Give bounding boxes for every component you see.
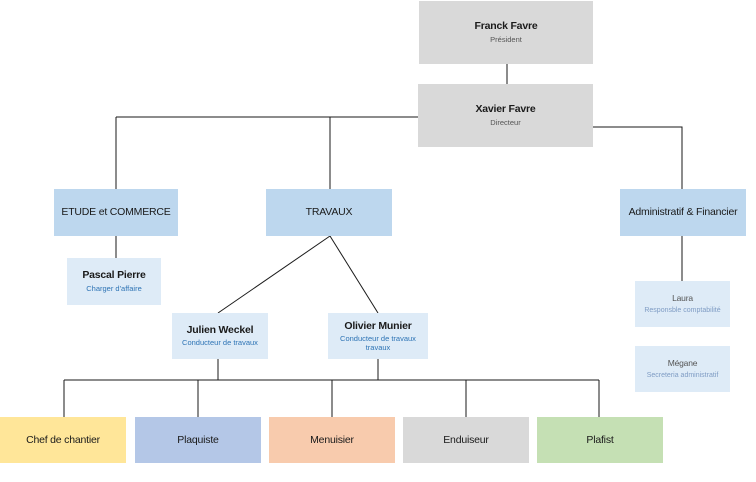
president-name: Franck Favre bbox=[474, 20, 538, 33]
julien-name: Julien Weckel bbox=[186, 323, 254, 336]
department-admin-financier: Administratif & Financier bbox=[620, 189, 746, 236]
department-travaux-name: TRAVAUX bbox=[305, 206, 353, 219]
person-olivier-munier: Olivier Munier Conducteur de travaux tra… bbox=[328, 313, 428, 359]
olivier-role: Conducteur de travaux travaux bbox=[340, 334, 416, 352]
director-name: Xavier Favre bbox=[475, 103, 536, 116]
trade-name: Chef de chantier bbox=[26, 433, 100, 446]
julien-role: Conducteur de travaux bbox=[182, 338, 258, 348]
connector-travaux-julien bbox=[217, 235, 331, 314]
connector-travaux-olivier bbox=[329, 235, 379, 314]
department-etude-name: ETUDE et COMMERCE bbox=[61, 206, 171, 219]
megane-role: Secreteria administratif bbox=[646, 371, 719, 379]
trade-plafist: Plafist bbox=[537, 417, 663, 463]
trade-enduiseur: Enduiseur bbox=[403, 417, 529, 463]
person-megane: Mégane Secreteria administratif bbox=[635, 346, 730, 392]
department-travaux: TRAVAUX bbox=[266, 189, 392, 236]
president-box: Franck Favre Président bbox=[419, 1, 593, 64]
olivier-name: Olivier Munier bbox=[344, 319, 412, 332]
trade-plaquiste: Plaquiste bbox=[135, 417, 261, 463]
trade-name: Plafist bbox=[586, 433, 614, 446]
pascal-role: Charger d'affaire bbox=[86, 283, 142, 293]
trade-name: Plaquiste bbox=[177, 433, 219, 446]
person-laura: Laura Responsble comptabilité bbox=[635, 281, 730, 327]
trade-menuisier: Menuisier bbox=[269, 417, 395, 463]
laura-name: Laura bbox=[672, 293, 693, 304]
laura-role: Responsble comptabilité bbox=[644, 306, 721, 314]
connector-to-admin bbox=[593, 126, 683, 189]
megane-name: Mégane bbox=[667, 358, 698, 369]
trade-name: Enduiseur bbox=[443, 433, 489, 446]
director-box: Xavier Favre Directeur bbox=[418, 84, 593, 147]
department-admin-name: Administratif & Financier bbox=[628, 206, 738, 219]
department-etude-commerce: ETUDE et COMMERCE bbox=[54, 189, 178, 236]
person-pascal-pierre: Pascal Pierre Charger d'affaire bbox=[67, 258, 161, 305]
president-role: Président bbox=[490, 34, 522, 44]
pascal-name: Pascal Pierre bbox=[82, 269, 146, 282]
person-julien-weckel: Julien Weckel Conducteur de travaux bbox=[172, 313, 268, 359]
trade-chef-de-chantier: Chef de chantier bbox=[0, 417, 126, 463]
director-role: Directeur bbox=[490, 117, 521, 127]
trade-name: Menuisier bbox=[310, 433, 354, 446]
